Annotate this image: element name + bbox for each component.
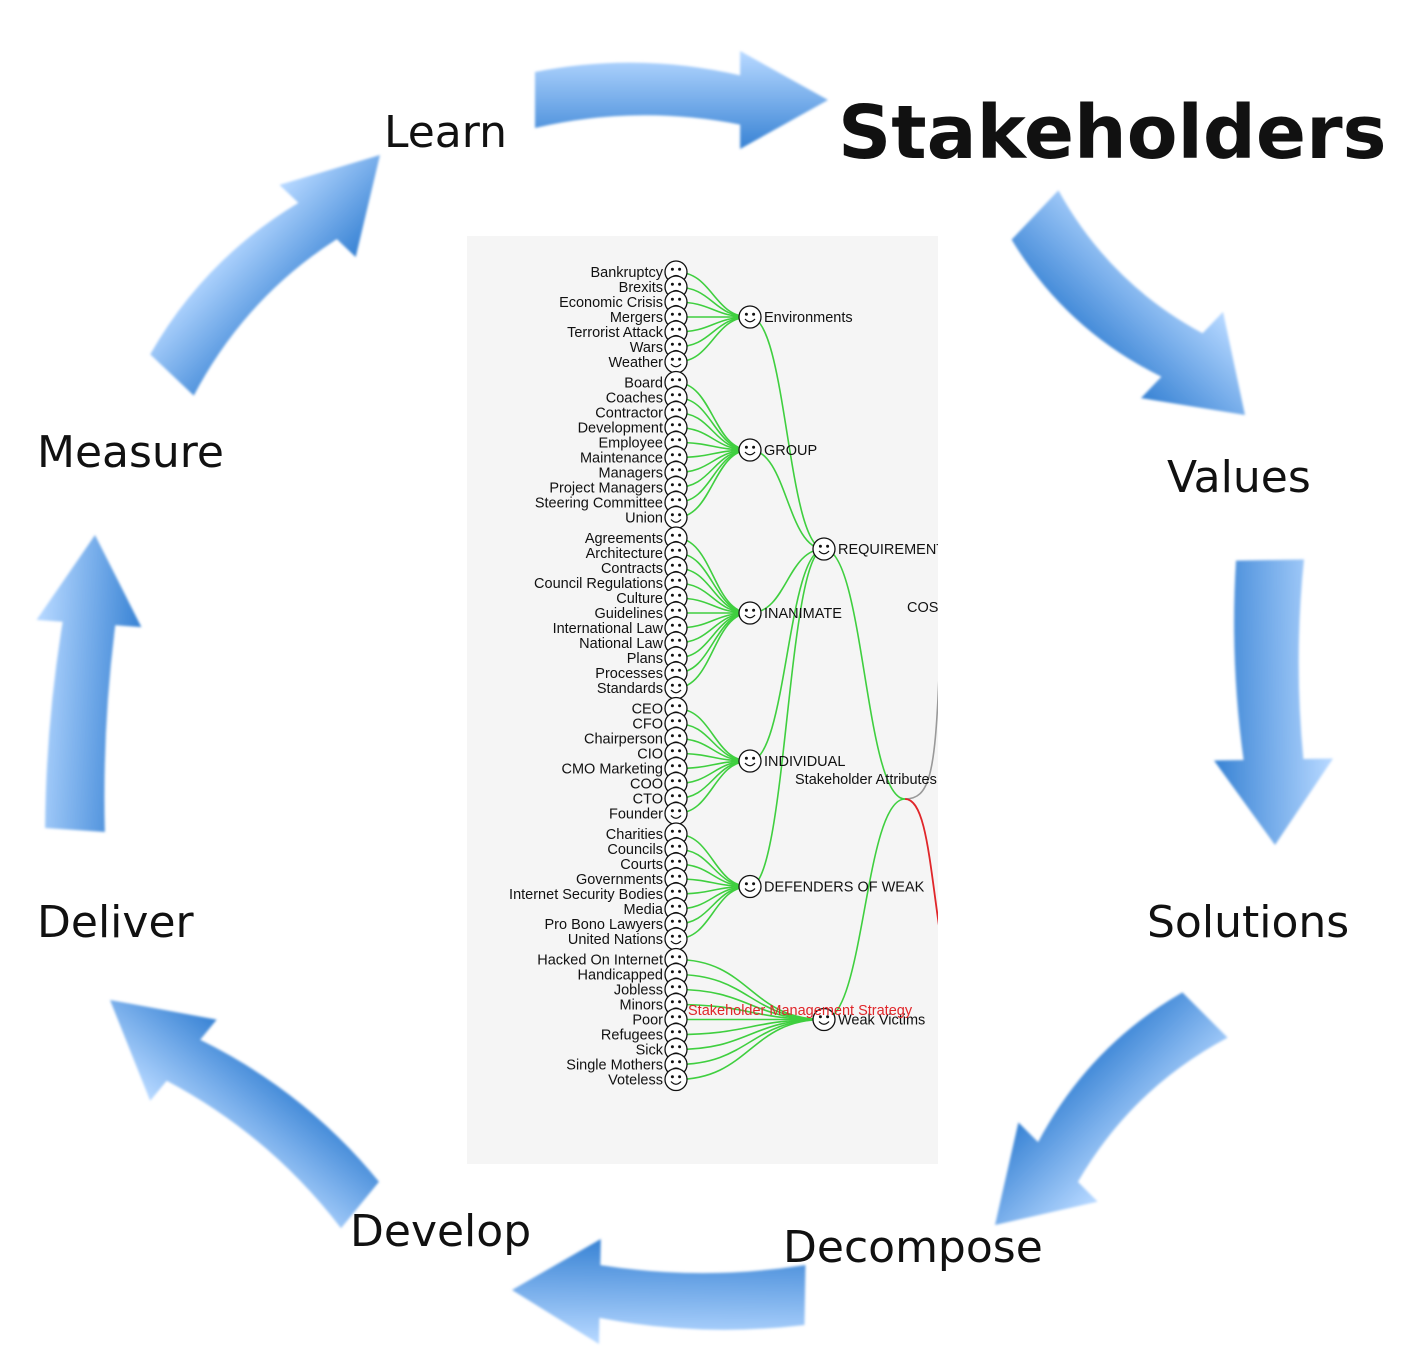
stakeholder-leaf-label: Hacked On Internet [537, 953, 663, 969]
stakeholder-leaf-label: Bankruptcy [590, 265, 663, 281]
stakeholder-leaf-label: Standards [597, 681, 663, 697]
cycle-arrow [1011, 190, 1245, 415]
stakeholder-face-icon [738, 749, 762, 773]
step-values: Values [1167, 452, 1311, 503]
stakeholder-leaf-label: Refugees [601, 1028, 663, 1044]
stakeholder-leaf-label: Internet Security Bodies [509, 887, 663, 903]
stakeholder-group-label: GROUP [764, 443, 817, 459]
cycle-arrow [150, 155, 380, 396]
stakeholder-group-label: INANIMATE [764, 606, 842, 622]
stakeholder-leaf-label: Sick [636, 1043, 664, 1059]
step-measure: Measure [37, 427, 224, 478]
strategy-label: Stakeholder Management Strategy [688, 1003, 913, 1019]
step-decompose: Decompose [783, 1222, 1043, 1273]
stakeholder-leaf-label: Weather [608, 355, 663, 371]
stakeholder-face-icon [664, 505, 688, 530]
stakeholder-leaf-label: Jobless [614, 983, 663, 999]
stakeholder-leaf-label: Minors [619, 998, 663, 1014]
stakeholder-leaf-label: Economic Crisis [559, 295, 663, 311]
step-stakeholders: Stakeholders [838, 90, 1387, 176]
requirements-label: REQUIREMENTS [838, 542, 938, 558]
stakeholder-face-icon [664, 350, 688, 374]
stakeholder-leaf-label: International Law [553, 621, 664, 637]
stakeholder-leaf-label: COO [630, 777, 663, 793]
stakeholder-leaf-label: Single Mothers [566, 1058, 663, 1074]
cycle-arrow [512, 1239, 806, 1344]
stakeholder-group-label: Weak Victims [838, 1013, 925, 1029]
stakeholder-face-icon [738, 601, 762, 625]
stakeholder-leaf-label: CEO [632, 702, 663, 718]
stakeholder-leaf-label: Guidelines [594, 606, 663, 622]
stakeholder-leaf-label: Governments [576, 872, 663, 888]
stakeholder-leaf-label: Maintenance [580, 451, 663, 467]
stakeholder-group-label: DEFENDERS OF WEAK [764, 880, 925, 896]
stakeholder-leaf-label: Project Managers [549, 481, 663, 497]
stakeholder-face-icon [664, 676, 688, 700]
stakeholder-leaf-label: Media [624, 902, 664, 918]
stakeholder-leaf-label: CMO Marketing [561, 762, 663, 778]
stakeholder-leaf-label: Contracts [601, 561, 663, 577]
stakeholder-face-icon [664, 1067, 688, 1092]
stakeholder-leaf-label: Agreements [585, 531, 663, 547]
stakeholder-group-label: INDIVIDUAL [764, 754, 845, 770]
cycle-arrow [110, 1000, 379, 1229]
stakeholder-leaf-label: Council Regulations [534, 576, 663, 592]
cycle-arrow [36, 535, 142, 832]
cost-label: COST [907, 600, 938, 616]
stakeholder-face-icon [738, 874, 762, 899]
stakeholder-leaf-label: Terrorist Attack [567, 325, 664, 341]
stakeholder-leaf-label: CFO [632, 717, 663, 733]
stakeholder-leaf-label: Contractor [595, 406, 663, 422]
stakeholder-leaf-label: Development [578, 421, 663, 437]
step-solutions: Solutions [1147, 897, 1350, 948]
stakeholder-leaf-label: United Nations [568, 932, 663, 948]
stakeholder-leaf-label: Steering Committee [535, 496, 663, 512]
stakeholder-face-icon [812, 537, 836, 561]
stakeholder-leaf-label: Wars [630, 340, 663, 356]
stakeholder-leaf-label: Mergers [610, 310, 663, 326]
cycle-arrow [535, 51, 828, 149]
stakeholder-leaf-label: Union [625, 511, 663, 527]
stakeholder-leaf-label: Voteless [608, 1073, 663, 1089]
stakeholder-group-label: Environments [764, 310, 853, 326]
stakeholder-leaf-label: Handicapped [578, 968, 663, 984]
stakeholder-leaf-label: Processes [595, 666, 663, 682]
stakeholder-leaf-label: Councils [607, 842, 663, 858]
stakeholder-leaf-label: Chairperson [584, 732, 663, 748]
stakeholder-leaf-label: Culture [616, 591, 663, 607]
cycle-arrow [1214, 559, 1333, 845]
stakeholder-leaf-label: CIO [637, 747, 663, 763]
step-learn: Learn [384, 107, 507, 158]
stakeholder-leaf-label: Courts [620, 857, 663, 873]
stakeholder-leaf-label: Charities [606, 827, 663, 843]
stakeholder-face-icon [664, 801, 688, 826]
stakeholder-face-icon [738, 438, 762, 462]
stakeholder-leaf-label: Founder [609, 807, 663, 823]
stakeholder-leaf-label: CTO [633, 792, 663, 808]
stakeholder-leaf-label: Brexits [619, 280, 663, 296]
attributes-label: Stakeholder Attributes [795, 772, 937, 788]
stakeholder-leaf-label: Pro Bono Lawyers [545, 917, 663, 933]
stakeholder-face-icon [738, 305, 762, 329]
stakeholder-leaf-label: Coaches [606, 391, 663, 407]
stakeholder-leaf-label: Board [624, 376, 663, 392]
stakeholder-leaf-label: Plans [627, 651, 663, 667]
cycle-arrow [995, 992, 1228, 1225]
stakeholder-leaf-label: Employee [599, 436, 663, 452]
stakeholder-leaf-label: Poor [632, 1013, 663, 1029]
stakeholder-leaf-label: Architecture [586, 546, 663, 562]
stakeholder-leaf-label: National Law [579, 636, 663, 652]
step-deliver: Deliver [37, 897, 194, 948]
step-develop: Develop [350, 1206, 532, 1257]
stakeholder-leaf-label: Managers [599, 466, 663, 482]
stakeholder-face-icon [664, 927, 688, 951]
stakeholder-face-icon [812, 1007, 836, 1032]
